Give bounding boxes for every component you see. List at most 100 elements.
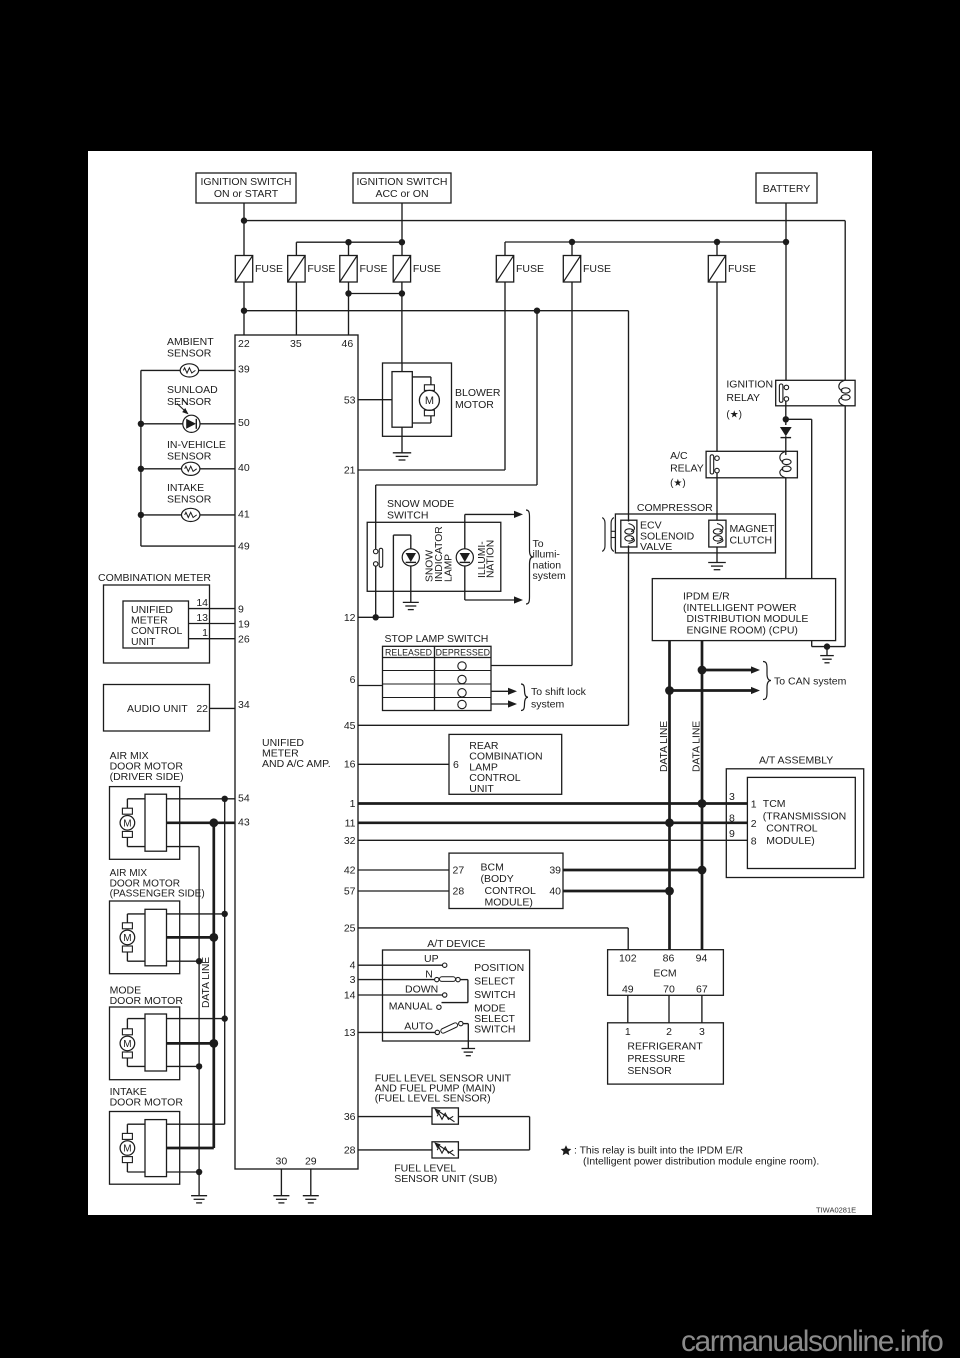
svg-text:43: 43 (238, 817, 250, 829)
svg-text:(DRIVER SIDE): (DRIVER SIDE) (110, 771, 184, 783)
svg-text:FUSE: FUSE (413, 263, 441, 275)
svg-text:To CAN system: To CAN system (774, 676, 847, 688)
svg-text:53: 53 (344, 395, 356, 407)
svg-text:41: 41 (238, 509, 250, 521)
svg-text:1: 1 (625, 1026, 631, 1038)
svg-text:8: 8 (729, 813, 735, 825)
svg-text:ILLUMI-: ILLUMI- (477, 541, 488, 578)
svg-text:AND FUEL PUMP (MAIN): AND FUEL PUMP (MAIN) (375, 1083, 496, 1095)
svg-text:DOOR MOTOR: DOOR MOTOR (110, 995, 184, 1007)
svg-text:SELECT: SELECT (474, 976, 515, 988)
svg-text:To: To (533, 538, 544, 550)
svg-text:POSITION: POSITION (474, 962, 524, 974)
svg-text:46: 46 (342, 338, 354, 350)
svg-text:DOWN: DOWN (405, 984, 438, 996)
svg-text:SUNLOAD: SUNLOAD (167, 384, 218, 396)
svg-text:ACC or ON: ACC or ON (375, 188, 428, 200)
svg-text:illumi-: illumi- (533, 549, 561, 561)
svg-text:8: 8 (751, 836, 757, 848)
svg-text:13: 13 (196, 612, 208, 624)
svg-text:49: 49 (622, 984, 634, 996)
svg-text:FUSE: FUSE (516, 263, 544, 275)
svg-text:: This relay is built into the: : This relay is built into the IPDM E/R (574, 1146, 744, 1157)
svg-text:STOP LAMP SWITCH: STOP LAMP SWITCH (385, 633, 489, 645)
svg-text:DOOR MOTOR: DOOR MOTOR (110, 1097, 184, 1109)
svg-text:SELECT: SELECT (474, 1013, 515, 1025)
svg-text:DATA LINE: DATA LINE (692, 721, 703, 772)
svg-text:3: 3 (699, 1026, 705, 1038)
svg-text:49: 49 (238, 541, 250, 553)
svg-text:3: 3 (350, 974, 356, 986)
svg-text:FUSE: FUSE (307, 263, 335, 275)
svg-text:1: 1 (202, 627, 208, 639)
svg-text:BCM: BCM (481, 862, 504, 874)
svg-text:34: 34 (238, 699, 250, 711)
svg-text:DEPRESSED: DEPRESSED (436, 647, 490, 657)
svg-text:A/T ASSEMBLY: A/T ASSEMBLY (759, 755, 833, 767)
svg-text:MODULE): MODULE) (485, 897, 533, 909)
svg-text:32: 32 (344, 835, 356, 847)
svg-text:67: 67 (696, 984, 708, 996)
svg-text:40: 40 (549, 886, 561, 898)
svg-text:SENSOR: SENSOR (167, 396, 212, 408)
svg-text:ECV: ECV (640, 520, 662, 532)
svg-text:SENSOR: SENSOR (167, 348, 212, 360)
svg-text:4: 4 (350, 960, 356, 972)
svg-text:UNIFIED: UNIFIED (131, 604, 173, 616)
svg-text:UP: UP (424, 953, 439, 965)
svg-text:SENSOR: SENSOR (167, 494, 212, 506)
svg-text:57: 57 (344, 886, 356, 898)
svg-text:M: M (123, 818, 131, 829)
svg-text:14: 14 (344, 990, 356, 1002)
svg-text:SOLENOID: SOLENOID (640, 530, 695, 542)
svg-text:9: 9 (238, 604, 244, 616)
svg-text:RELAY: RELAY (726, 392, 760, 404)
svg-text:LAMP: LAMP (469, 761, 498, 773)
svg-text:CONTROL: CONTROL (131, 625, 182, 637)
svg-text:2: 2 (751, 818, 757, 830)
svg-text:MODULE): MODULE) (766, 835, 814, 847)
svg-text:45: 45 (344, 720, 356, 732)
svg-text:AUDIO UNIT: AUDIO UNIT (127, 703, 188, 715)
svg-text:M: M (425, 395, 434, 407)
svg-text:(★): (★) (670, 478, 686, 489)
svg-text:39: 39 (549, 865, 561, 877)
svg-text:NATION: NATION (486, 540, 497, 578)
svg-text:COMPRESSOR: COMPRESSOR (637, 502, 713, 514)
svg-text:39: 39 (238, 364, 250, 376)
svg-text:6: 6 (350, 674, 356, 686)
svg-text:IN-VEHICLE: IN-VEHICLE (167, 439, 226, 451)
svg-text:35: 35 (290, 338, 302, 350)
svg-text:30: 30 (276, 1156, 288, 1168)
svg-text:2: 2 (666, 1026, 672, 1038)
svg-text:M: M (123, 1039, 131, 1050)
svg-text:(FUEL LEVEL SENSOR): (FUEL LEVEL SENSOR) (375, 1093, 491, 1105)
svg-text:AIR MIX: AIR MIX (110, 868, 148, 879)
svg-text:ECM: ECM (653, 968, 676, 980)
svg-text:FUEL LEVEL SENSOR UNIT: FUEL LEVEL SENSOR UNIT (375, 1073, 512, 1085)
svg-text:INDICATOR: INDICATOR (434, 526, 445, 582)
svg-text:METER: METER (262, 748, 299, 760)
svg-text:BATTERY: BATTERY (763, 183, 810, 195)
svg-text:26: 26 (238, 634, 250, 646)
svg-text:MOTOR: MOTOR (455, 399, 494, 411)
svg-text:IGNITION SWITCH: IGNITION SWITCH (201, 176, 292, 188)
svg-text:FUSE: FUSE (360, 263, 388, 275)
svg-text:(Intelligent power distributio: (Intelligent power distribution module e… (583, 1157, 819, 1168)
svg-text:To shift lock: To shift lock (531, 686, 587, 698)
svg-text:(★): (★) (726, 410, 742, 421)
svg-text:ENGINE ROOM) (CPU): ENGINE ROOM) (CPU) (687, 624, 798, 636)
svg-text:19: 19 (238, 619, 250, 631)
svg-text:CONTROL: CONTROL (766, 823, 817, 835)
svg-text:LAMP: LAMP (443, 554, 454, 582)
svg-text:36: 36 (344, 1111, 356, 1123)
svg-text:nation: nation (533, 559, 562, 571)
svg-text:M: M (123, 933, 131, 944)
svg-text:11: 11 (345, 818, 356, 830)
svg-text:FUSE: FUSE (583, 263, 611, 275)
svg-text:29: 29 (305, 1156, 317, 1168)
svg-text:SNOW MODE: SNOW MODE (387, 498, 454, 510)
svg-text:INTAKE: INTAKE (167, 482, 204, 494)
svg-text:MANUAL: MANUAL (389, 1001, 433, 1013)
svg-text:DOOR MOTOR: DOOR MOTOR (110, 878, 180, 889)
